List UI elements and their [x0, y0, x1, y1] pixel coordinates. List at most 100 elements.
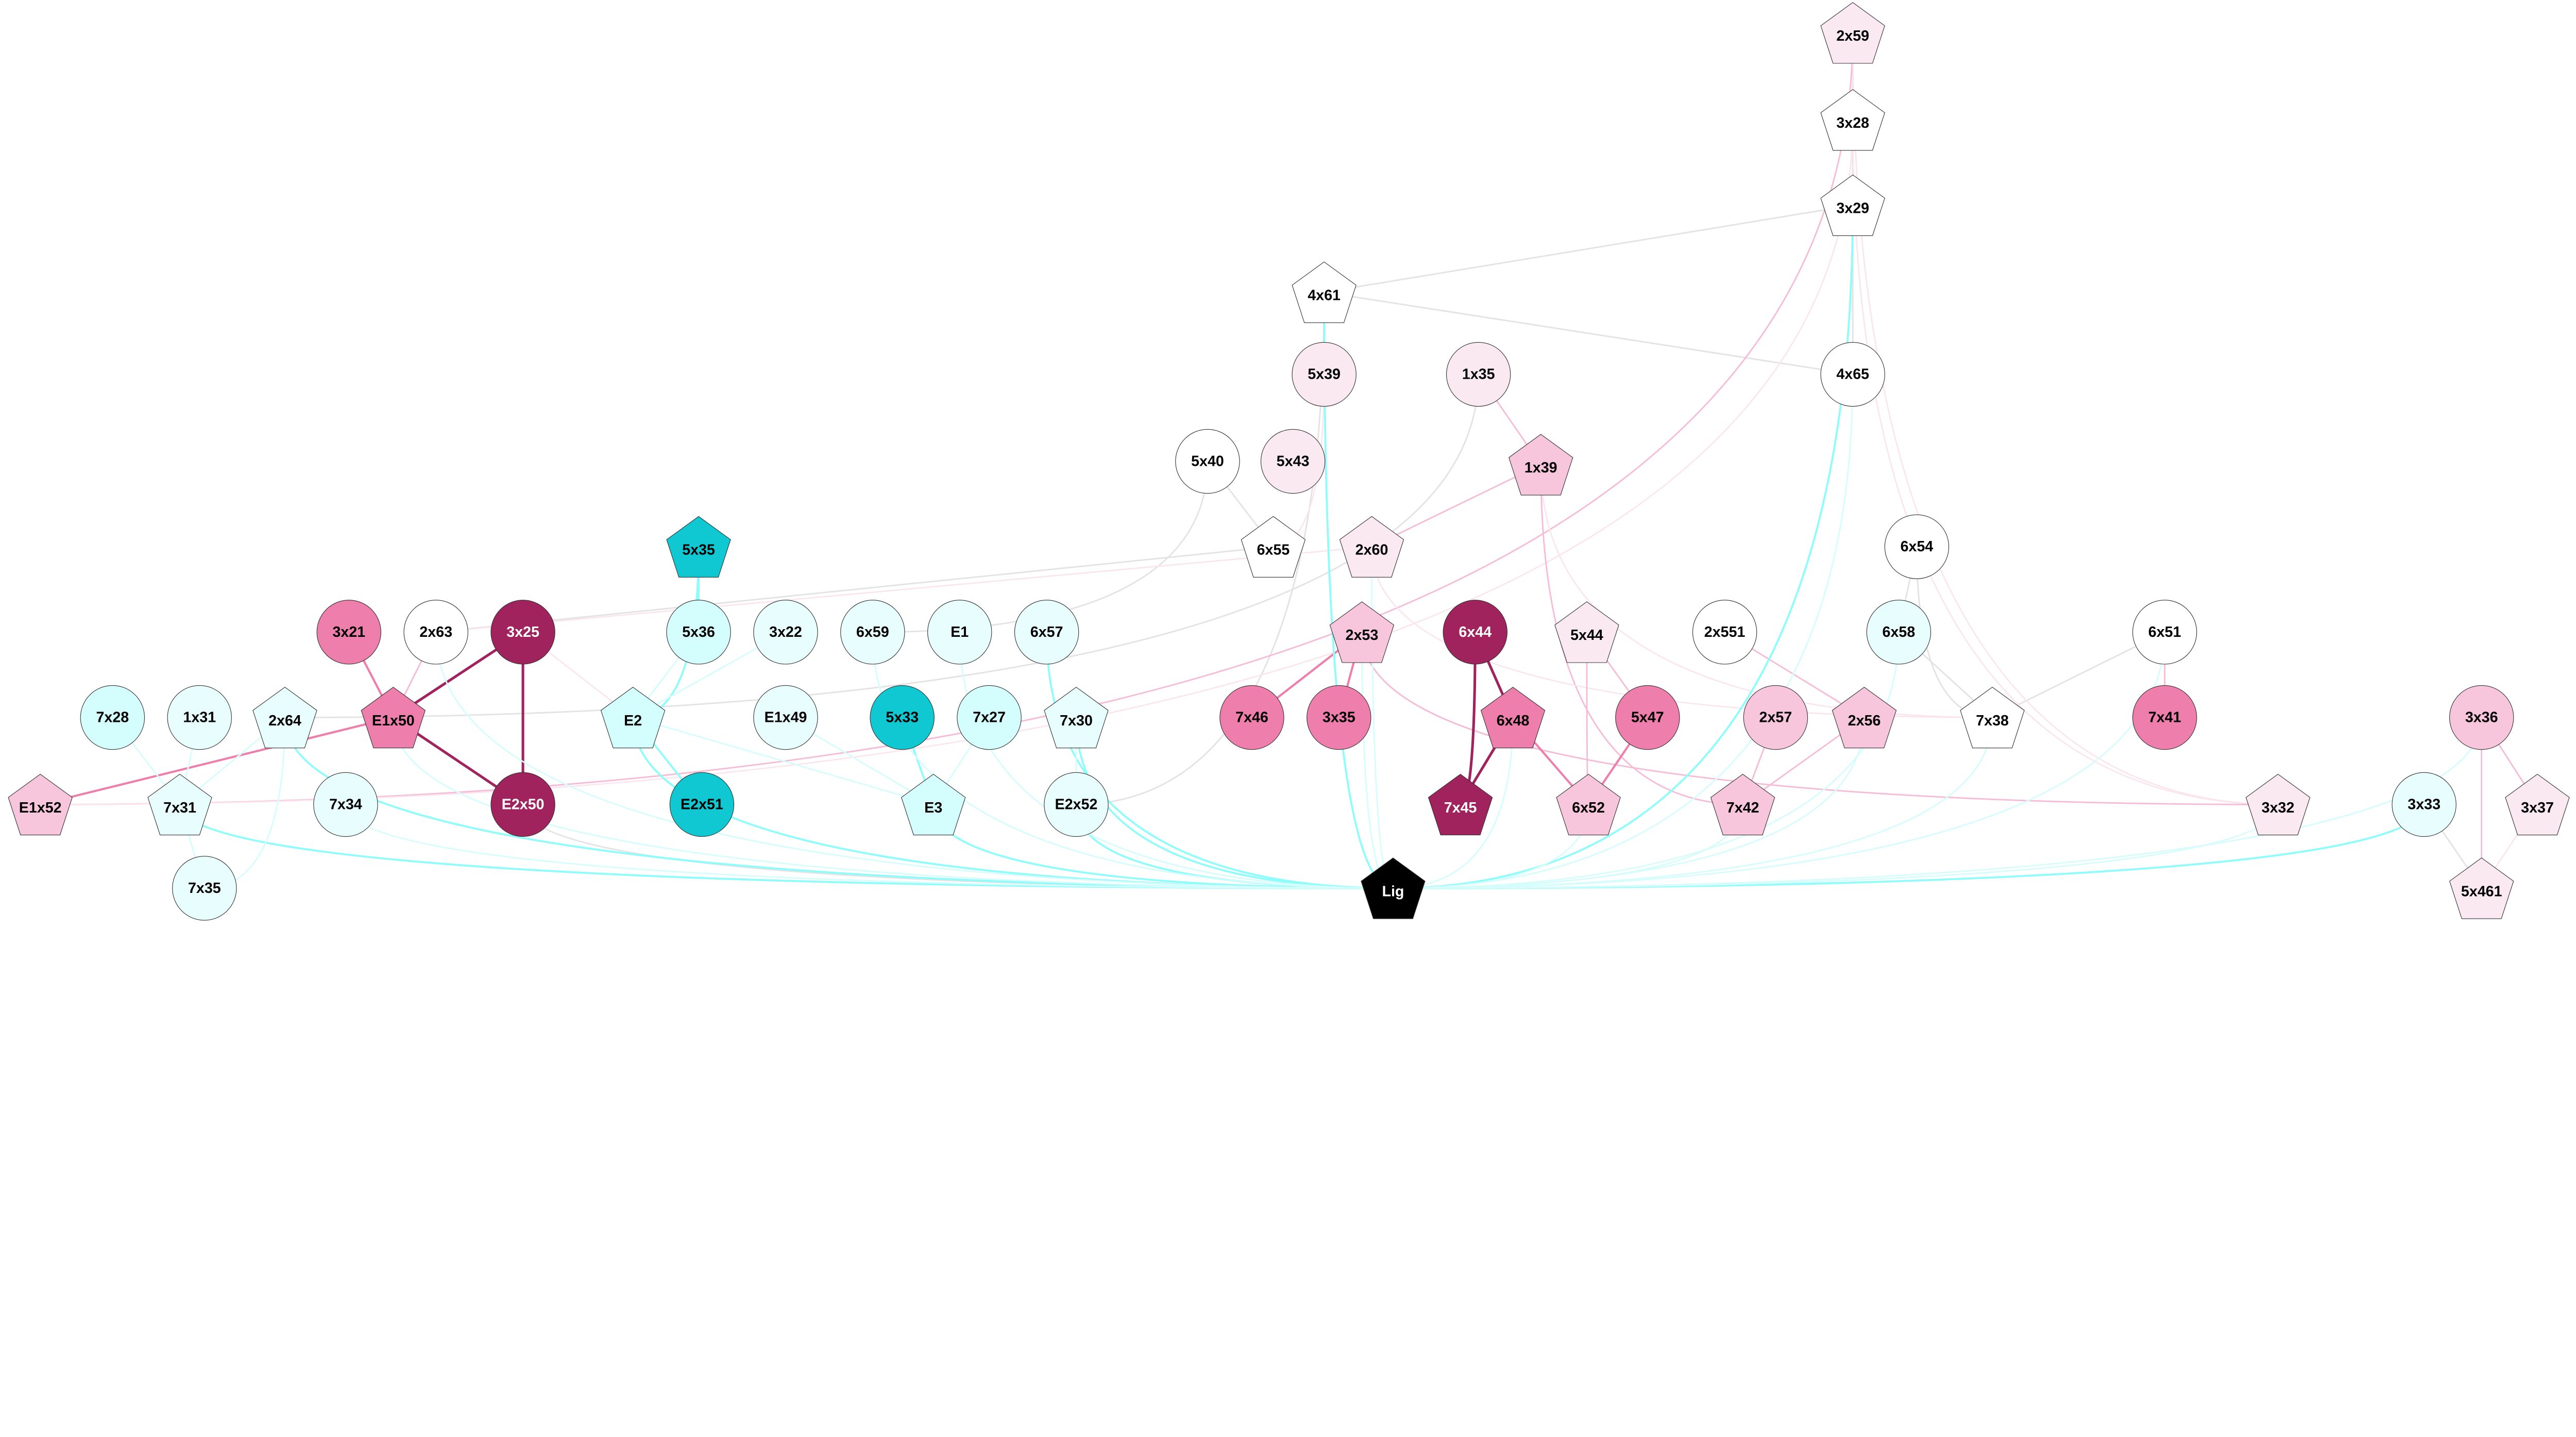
circle-node-shape	[316, 600, 381, 665]
circle-node-shape	[1743, 685, 1808, 750]
node-4x65[interactable]: 4x65	[1820, 342, 1885, 407]
node-7x42[interactable]: 7x42	[1710, 773, 1775, 836]
node-e2x52[interactable]: E2x52	[1044, 772, 1109, 837]
node-5x39[interactable]: 5x39	[1292, 342, 1357, 407]
node-3x21[interactable]: 3x21	[316, 600, 381, 665]
node-label: 3x29	[1836, 200, 1869, 217]
node-2x551[interactable]: 2x551	[1692, 600, 1757, 665]
node-e1x49[interactable]: E1x49	[753, 685, 818, 750]
node-7x46[interactable]: 7x46	[1219, 685, 1284, 750]
node-e1x50[interactable]: E1x50	[361, 686, 426, 749]
node-7x30[interactable]: 7x30	[1044, 686, 1109, 749]
node-5x33[interactable]: 5x33	[870, 685, 935, 750]
node-1x39[interactable]: 1x39	[1509, 434, 1573, 496]
node-6x54[interactable]: 6x54	[1884, 514, 1950, 579]
circle-node-shape	[1014, 600, 1079, 665]
pentagon-node-shape	[600, 686, 666, 749]
node-3x22[interactable]: 3x22	[753, 600, 818, 665]
node-3x25[interactable]: 3x25	[490, 600, 555, 665]
node-1x31[interactable]: 1x31	[167, 685, 232, 750]
node-label: 5x40	[1191, 453, 1224, 469]
pentagon-node-shape	[1554, 601, 1619, 663]
node-6x44[interactable]: 6x44	[1443, 600, 1507, 665]
node-1x35[interactable]: 1x35	[1446, 342, 1511, 407]
node-2x64[interactable]: 2x64	[252, 686, 317, 749]
node-label: E1x52	[19, 800, 62, 816]
node-7x45[interactable]: 7x45	[1428, 773, 1493, 836]
node-label: 5x47	[1631, 709, 1664, 726]
node-6x58[interactable]: 6x58	[1866, 600, 1931, 665]
node-2x56[interactable]: 2x56	[1832, 686, 1897, 749]
node-5x40[interactable]: 5x40	[1175, 429, 1240, 494]
circle-node-shape	[313, 772, 378, 837]
node-5x44[interactable]: 5x44	[1554, 601, 1619, 663]
node-7x41[interactable]: 7x41	[2132, 685, 2197, 750]
node-7x38[interactable]: 7x38	[1960, 686, 2025, 749]
node-e2x51[interactable]: E2x51	[669, 772, 735, 837]
node-e1[interactable]: E1	[927, 600, 992, 665]
node-3x32[interactable]: 3x32	[2245, 773, 2311, 836]
edge-2x63-Lig	[435, 632, 1393, 889]
node-3x37[interactable]: 3x37	[2505, 773, 2570, 836]
edge-E1-Lig	[959, 632, 1393, 889]
node-6x59[interactable]: 6x59	[840, 600, 905, 665]
node-3x36[interactable]: 3x36	[2449, 685, 2514, 750]
node-5x461[interactable]: 5x461	[2449, 857, 2514, 919]
node-7x34[interactable]: 7x34	[313, 772, 378, 837]
edge-3x29-4x61	[1324, 204, 1853, 293]
pentagon-node-shape	[8, 773, 73, 836]
node-3x33[interactable]: 3x33	[2392, 772, 2456, 837]
node-3x28[interactable]: 3x28	[1820, 89, 1885, 151]
node-5x43[interactable]: 5x43	[1260, 429, 1326, 494]
edge-1x35-2x64	[284, 374, 1480, 718]
node-6x51[interactable]: 6x51	[2132, 600, 2197, 665]
circle-node-shape	[1615, 685, 1680, 750]
pentagon-node-shape	[2449, 857, 2514, 919]
edge-E2-E3	[633, 717, 934, 805]
pentagon-node-shape	[1820, 89, 1885, 151]
node-label: 3x36	[2465, 709, 2498, 726]
node-6x57[interactable]: 6x57	[1014, 600, 1079, 665]
node-e2x50[interactable]: E2x50	[490, 772, 555, 837]
pentagon-node-shape	[1820, 2, 1885, 64]
circle-node-shape	[666, 600, 731, 665]
node-7x28[interactable]: 7x28	[80, 685, 145, 750]
edge-3x29-Lig	[1393, 205, 1854, 889]
node-2x57[interactable]: 2x57	[1743, 685, 1808, 750]
pentagon-node-shape	[1509, 434, 1573, 496]
node-3x29[interactable]: 3x29	[1820, 174, 1885, 236]
pentagon-node-shape	[1339, 516, 1404, 578]
edge-2x59-3x32	[1852, 32, 2278, 805]
node-3x35[interactable]: 3x35	[1307, 685, 1371, 750]
circle-node-shape	[1446, 342, 1511, 407]
node-2x59[interactable]: 2x59	[1820, 2, 1885, 64]
node-e2[interactable]: E2	[600, 686, 666, 749]
node-lig[interactable]: Lig	[1361, 857, 1426, 919]
circle-node-shape	[2132, 600, 2197, 665]
node-2x63[interactable]: 2x63	[403, 600, 468, 665]
node-4x61[interactable]: 4x61	[1292, 261, 1357, 323]
node-6x55[interactable]: 6x55	[1241, 516, 1306, 578]
edge-2x64-Lig	[284, 717, 1393, 889]
edge-2x53-Lig	[1361, 632, 1394, 889]
node-label: 2x63	[419, 624, 452, 640]
node-7x27[interactable]: 7x27	[957, 685, 1022, 750]
pentagon-node-shape	[666, 516, 731, 578]
node-2x60[interactable]: 2x60	[1339, 516, 1404, 578]
node-7x35[interactable]: 7x35	[172, 856, 237, 921]
node-6x48[interactable]: 6x48	[1480, 686, 1546, 749]
node-e3[interactable]: E3	[901, 773, 966, 836]
node-label: 7x38	[1976, 713, 2009, 729]
node-5x47[interactable]: 5x47	[1615, 685, 1680, 750]
node-2x53[interactable]: 2x53	[1329, 601, 1395, 663]
node-5x36[interactable]: 5x36	[666, 600, 731, 665]
node-label: 5x461	[2461, 883, 2502, 900]
node-e1x52[interactable]: E1x52	[8, 773, 73, 836]
node-6x52[interactable]: 6x52	[1556, 773, 1621, 836]
node-7x31[interactable]: 7x31	[147, 773, 212, 836]
node-label: 3x21	[332, 624, 365, 640]
circle-node-shape	[1219, 685, 1284, 750]
node-label: 3x25	[506, 624, 539, 640]
node-5x35[interactable]: 5x35	[666, 516, 731, 578]
pentagon-node-shape	[1241, 516, 1306, 578]
